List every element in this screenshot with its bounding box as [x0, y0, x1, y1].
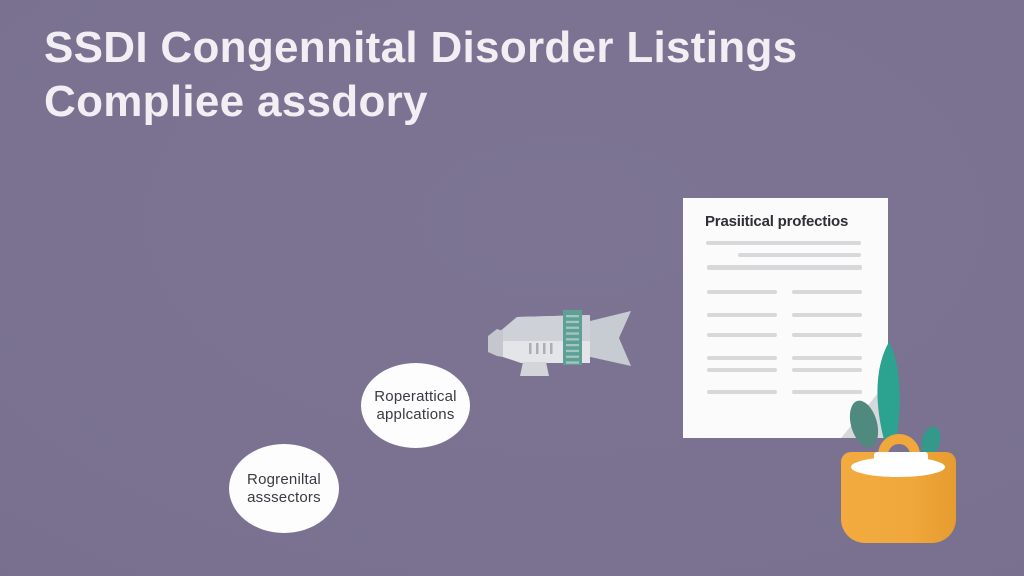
document-line [792, 390, 862, 394]
bubble-text-line2: applcations [376, 405, 455, 423]
document-line [792, 356, 862, 360]
document-line [707, 356, 777, 360]
page-title-line2: Compliee assdory [44, 77, 428, 126]
torpedo-icon [488, 310, 631, 376]
document-line [707, 265, 862, 270]
speech-bubble-applications: Roperattical applcations [361, 363, 470, 448]
document-line [707, 333, 777, 337]
bucket-opening [851, 457, 945, 477]
page-title-line1: SSDI Congennital Disorder Listings [44, 23, 798, 72]
leaf-small [921, 426, 941, 456]
torpedo-nose [488, 329, 503, 357]
torpedo-tail [586, 311, 631, 366]
torpedo-stand [520, 362, 549, 376]
document-line [707, 290, 777, 294]
bubble-text-line1: Rogreniltal [247, 471, 321, 488]
torpedo-tick [543, 343, 546, 354]
bubble-text-line1: Roperattical [374, 388, 457, 405]
plant-leaves-icon [849, 342, 941, 456]
bubble-text-line2: asssectors [247, 488, 321, 506]
document-line [792, 290, 862, 294]
document-line [738, 253, 861, 257]
document-line [707, 368, 777, 372]
document-line [792, 333, 862, 337]
document-line [707, 390, 777, 394]
torpedo-band-stripes [566, 315, 579, 364]
document-line [792, 313, 862, 317]
document-line [792, 368, 862, 372]
leaf-tall [877, 342, 900, 440]
document-line [707, 313, 777, 317]
document-line [706, 241, 861, 245]
torpedo-tick [536, 343, 539, 354]
torpedo-tick [529, 343, 532, 354]
speech-bubble-sectors: Rogreniltal asssectors [229, 444, 339, 533]
torpedo-tick [550, 343, 553, 354]
document-title: Prasiitical profectios [705, 213, 849, 230]
document-illustration: Prasiitical profectios [683, 198, 888, 438]
leaf-muted [849, 400, 879, 448]
page-title: SSDI Congennital Disorder Listings Compl… [44, 21, 797, 129]
